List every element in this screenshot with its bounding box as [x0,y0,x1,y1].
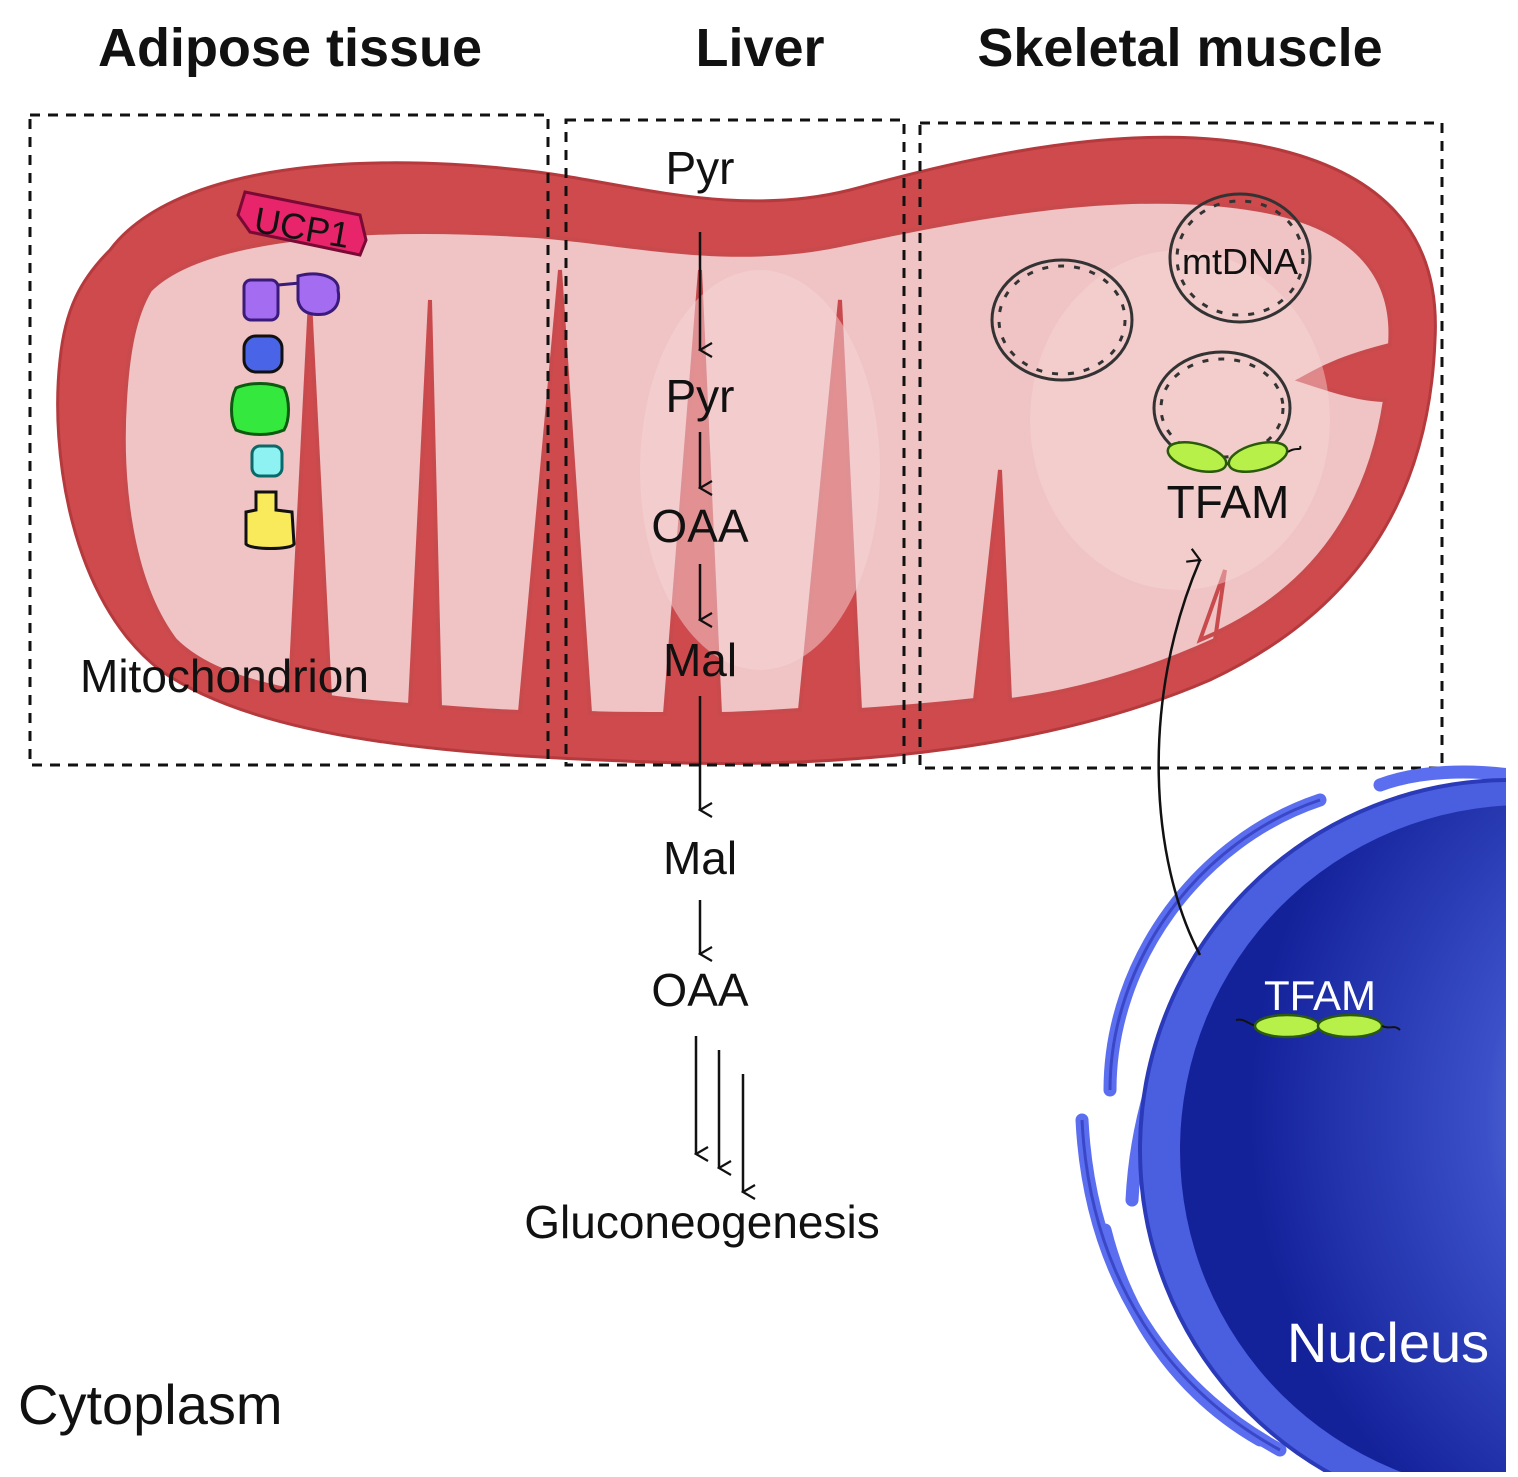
cytoplasm-label: Cytoplasm [18,1373,283,1436]
pathway-oaa-2: OAA [651,964,748,1016]
mitochondrion-label: Mitochondrion [80,650,369,702]
tfam-mito-label: TFAM [1167,476,1290,528]
complex-cyan [250,444,284,478]
adipose-box [28,113,550,767]
pathway-mal-1: Mal [663,634,737,686]
tfam-nucleus-label: TFAM [1264,972,1376,1019]
pathway-oaa-1: OAA [651,500,748,552]
electron-transport-chain [230,272,341,550]
tfam-mito [1166,440,1302,474]
liver-box [564,118,906,767]
mtdna-label: mtDNA [1182,241,1298,282]
pathway-gluconeogenesis: Gluconeogenesis [524,1196,879,1248]
header-adipose: Adipose tissue [98,18,482,78]
tfam-import-arrow [1157,560,1200,956]
pathway-pyr-2: Pyr [666,370,735,422]
header-liver: Liver [695,18,824,78]
complex-yellow [244,490,296,550]
mtdna-circles [990,192,1312,466]
mitochondrion [56,135,1437,765]
complex-green [230,382,290,436]
skeletal-muscle-box [918,121,1444,770]
nucleus [1180,805,1506,1472]
header-skeletal-muscle: Skeletal muscle [977,18,1382,78]
pathway-pyr-1: Pyr [666,142,735,194]
nucleus-label: Nucleus [1287,1311,1489,1374]
pathway-mal-2: Mal [663,832,737,884]
mtdna-circle-1 [990,258,1134,382]
mtdna-circle-2 [1168,192,1312,324]
complex-v-head [296,272,341,316]
complex-blue [242,334,284,374]
nucleus-group [1075,765,1506,1472]
complex-v-base [242,278,280,322]
tfam-nucleus [1235,1013,1401,1039]
